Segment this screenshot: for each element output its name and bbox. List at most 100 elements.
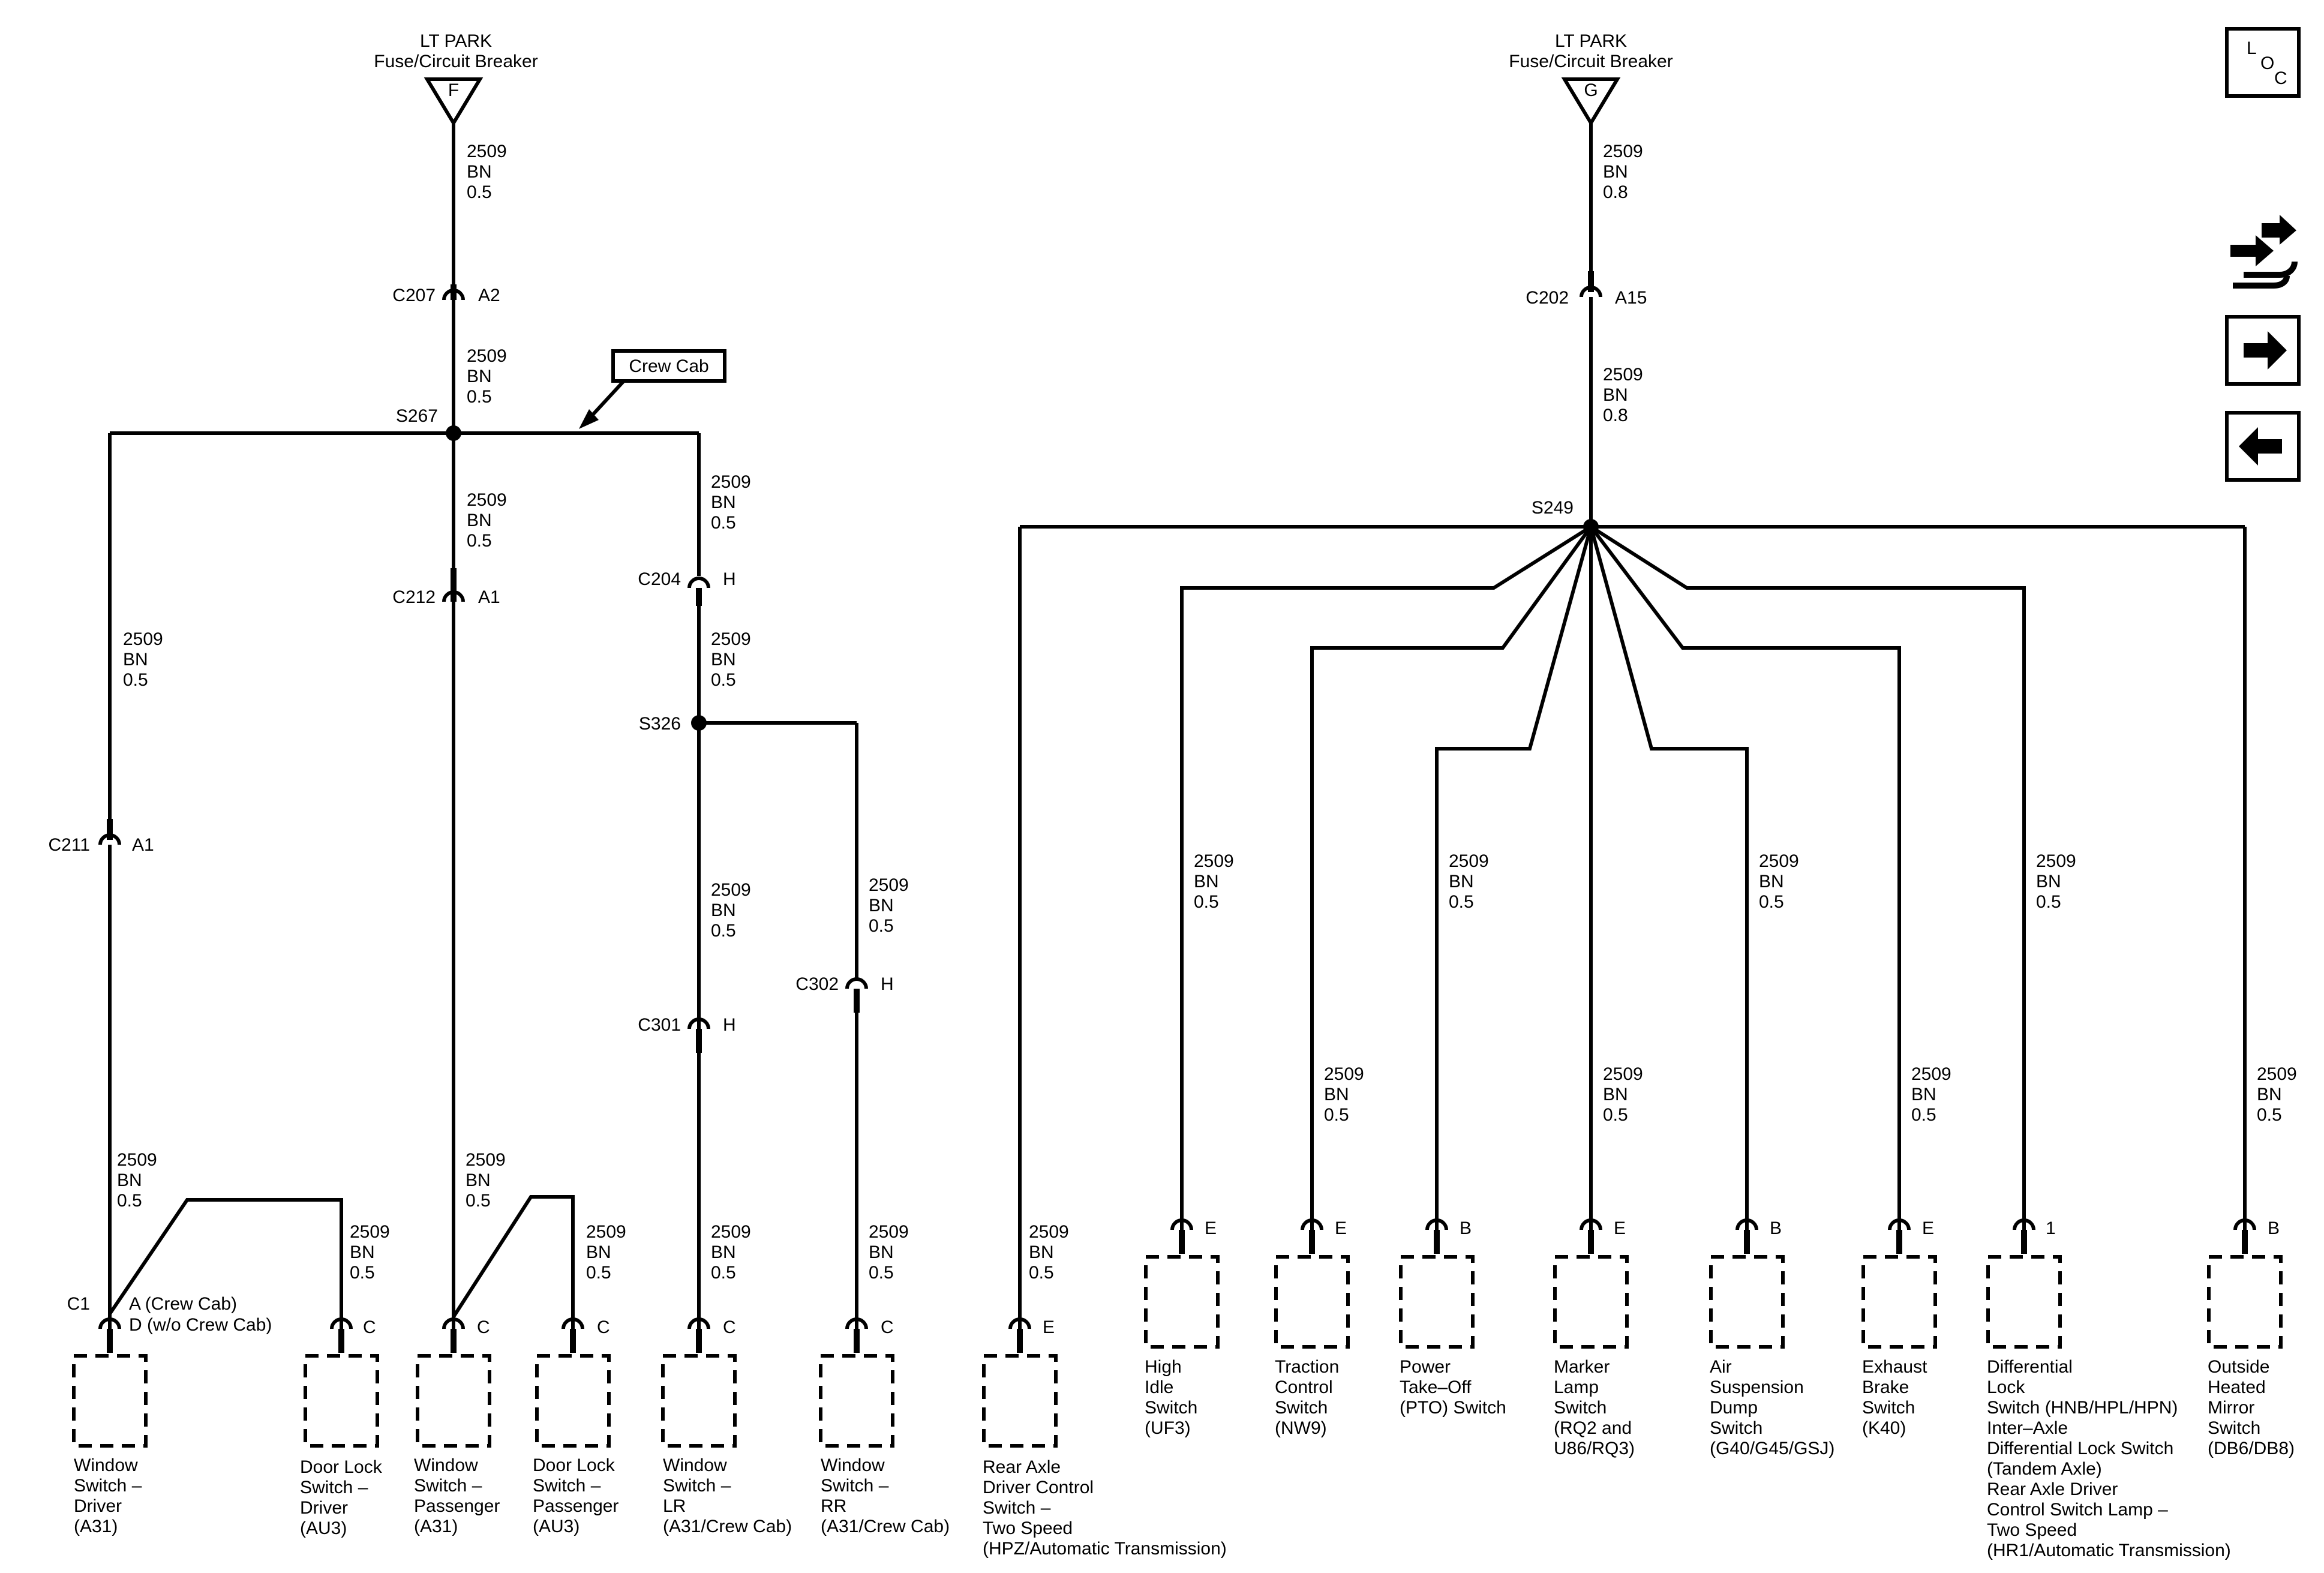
svg-text:(UF3): (UF3) — [1145, 1418, 1191, 1438]
components: C1 A (Crew Cab) D (w/o Crew Cab) Window … — [67, 1218, 2295, 1560]
connector-c204-female — [687, 577, 710, 589]
svg-text:Switch: Switch — [2208, 1418, 2260, 1438]
component-connector — [1301, 1218, 1323, 1230]
component-window-switch-rr: C Window Switch – RR (A31/Crew Cab) — [819, 1317, 950, 1536]
svg-text:0.5: 0.5 — [1029, 1263, 1054, 1283]
svg-text:Two Speed: Two Speed — [983, 1518, 1073, 1538]
svg-text:Window: Window — [663, 1455, 727, 1475]
svg-text:2509: 2509 — [711, 880, 751, 900]
svg-text:Switch (HNB/HPL/HPN): Switch (HNB/HPL/HPN) — [1987, 1398, 2178, 1418]
svg-text:A (Crew Cab): A (Crew Cab) — [129, 1294, 237, 1314]
svg-text:0.5: 0.5 — [467, 387, 492, 407]
fan-wire — [1310, 526, 1593, 1230]
svg-text:BN: BN — [1911, 1085, 1936, 1104]
connector-c212-cavity: A1 — [478, 587, 500, 607]
nav-icons: L O C — [2225, 27, 2301, 482]
svg-text:Window: Window — [414, 1455, 478, 1475]
component-heated-mirror-switch: B Outside Heated Mirror Switch (DB6/DB8) — [2207, 1218, 2295, 1458]
svg-text:(K40): (K40) — [1862, 1418, 1906, 1438]
svg-text:(A31/Crew Cab): (A31/Crew Cab) — [663, 1517, 792, 1536]
svg-text:2509: 2509 — [1911, 1064, 1951, 1084]
left-wiring — [108, 123, 858, 1329]
svg-text:Traction: Traction — [1275, 1357, 1339, 1377]
svg-text:0.5: 0.5 — [350, 1263, 375, 1283]
svg-text:(HR1/Automatic Transmission): (HR1/Automatic Transmission) — [1987, 1541, 2231, 1560]
svg-text:0.5: 0.5 — [2257, 1105, 2282, 1125]
fan-wire — [1435, 526, 1593, 1230]
svg-text:2509: 2509 — [467, 142, 507, 161]
connector-c204-cavity: H — [723, 569, 736, 589]
svg-text:Differential Lock Switch: Differential Lock Switch — [1987, 1439, 2173, 1458]
svg-text:Rear Axle Driver: Rear Axle Driver — [1987, 1479, 2118, 1499]
svg-text:0.5: 0.5 — [2036, 892, 2061, 912]
arrow-right-icon[interactable] — [2225, 315, 2301, 386]
svg-text:BN: BN — [350, 1242, 375, 1262]
component-traction-control-switch: E Traction Control Switch (NW9) — [1274, 1218, 1350, 1438]
svg-text:Door Lock: Door Lock — [533, 1455, 615, 1475]
component-connector — [1170, 1218, 1193, 1230]
crew-cab-note: Crew Cab — [579, 349, 726, 429]
svg-text:BN: BN — [1324, 1085, 1349, 1104]
component-box — [535, 1354, 611, 1448]
svg-text:2509: 2509 — [466, 1150, 506, 1170]
svg-text:Rear Axle: Rear Axle — [983, 1457, 1061, 1477]
svg-text:Switch –: Switch – — [821, 1476, 889, 1496]
arrow-left-icon[interactable] — [2225, 411, 2301, 482]
svg-text:BN: BN — [467, 511, 492, 530]
connector-c202-cavity: A15 — [1615, 288, 1647, 308]
svg-text:RR: RR — [821, 1496, 846, 1516]
svg-text:0.5: 0.5 — [869, 1263, 894, 1283]
note-box — [611, 349, 726, 383]
svg-text:High: High — [1145, 1357, 1182, 1377]
svg-text:Air: Air — [1710, 1357, 1732, 1377]
svg-text:Power: Power — [1400, 1357, 1451, 1377]
svg-text:0.5: 0.5 — [711, 670, 736, 690]
svg-text:Switch –: Switch – — [533, 1476, 601, 1496]
svg-text:Two Speed: Two Speed — [1987, 1520, 2077, 1540]
svg-text:BN: BN — [466, 1170, 491, 1190]
svg-text:0.5: 0.5 — [711, 1263, 736, 1283]
svg-text:2509: 2509 — [1603, 142, 1643, 161]
svg-text:U86/RQ3): U86/RQ3) — [1554, 1439, 1635, 1458]
connector-c302-female — [845, 977, 868, 989]
svg-text:Window: Window — [821, 1455, 885, 1475]
right-wiring — [1018, 123, 2247, 1329]
svg-text:2509: 2509 — [1449, 851, 1489, 871]
svg-text:(A31): (A31) — [74, 1517, 118, 1536]
component-pto-switch: B Power Take–Off (PTO) Switch — [1399, 1218, 1506, 1418]
svg-text:2509: 2509 — [1603, 1064, 1643, 1084]
wrench-arrows-icon[interactable] — [2230, 215, 2298, 289]
component-box — [819, 1354, 894, 1448]
svg-text:Switch: Switch — [1862, 1398, 1915, 1418]
fuse-left: LT PARK Fuse/Circuit Breaker F — [374, 31, 538, 127]
connector-c202-label: C202 — [1526, 288, 1569, 308]
fuse-right-title: LT PARK — [1555, 31, 1627, 51]
svg-text:BN: BN — [711, 493, 736, 512]
svg-text:Suspension: Suspension — [1710, 1377, 1804, 1397]
svg-text:0.5: 0.5 — [711, 921, 736, 941]
component-connector — [1008, 1317, 1031, 1329]
connector-c301-label: C301 — [638, 1015, 681, 1035]
connector-c301-cavity: H — [723, 1015, 736, 1035]
svg-text:BN: BN — [1029, 1242, 1054, 1262]
component-box — [1861, 1255, 1937, 1349]
svg-text:2509: 2509 — [711, 629, 751, 649]
loc-icon[interactable]: L O C — [2225, 27, 2301, 98]
svg-text:Marker: Marker — [1554, 1357, 1610, 1377]
connector-c211-label: C211 — [49, 835, 91, 855]
svg-text:C: C — [597, 1317, 610, 1337]
component-rear-axle-switch: E Rear Axle Driver Control Switch – Two … — [982, 1317, 1227, 1559]
svg-text:Driver: Driver — [74, 1496, 122, 1516]
fuse-left-triangle-icon — [424, 77, 484, 127]
svg-text:(DB6/DB8): (DB6/DB8) — [2208, 1439, 2295, 1458]
fuse-right-subtitle: Fuse/Circuit Breaker — [1509, 52, 1673, 71]
svg-text:BN: BN — [467, 162, 492, 182]
component-high-idle-switch: E High Idle Switch (UF3) — [1144, 1218, 1220, 1438]
